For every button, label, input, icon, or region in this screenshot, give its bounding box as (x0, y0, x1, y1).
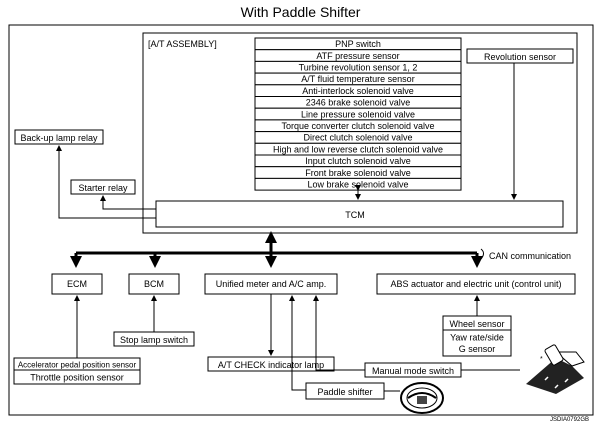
accelerator-pedal-sensor-label: Accelerator pedal position sensor (18, 361, 137, 370)
unified-meter-label: Unified meter and A/C amp. (216, 279, 327, 289)
stop-lamp-switch-label: Stop lamp switch (120, 335, 188, 345)
throttle-position-sensor-box (13, 369, 141, 385)
can-bracket (480, 248, 484, 260)
component-label: Anti-interlock solenoid valve (302, 86, 414, 96)
tcm-label: TCM (345, 210, 365, 220)
starter-relay-label: Starter relay (78, 183, 128, 193)
steering-wheel-icon (400, 382, 444, 414)
component-label: A/T fluid temperature sensor (301, 74, 414, 84)
svg-text:*: * (540, 356, 543, 363)
revolution-sensor-label: Revolution sensor (484, 52, 556, 62)
revolution-sensor-box (466, 48, 574, 64)
component-label: High and low reverse clutch solenoid val… (273, 144, 443, 154)
backup-lamp-relay-line (56, 145, 156, 219)
shift-lever-icon: * (526, 344, 585, 394)
figure-code: JSDIA0792GB (550, 417, 589, 423)
at-assembly-frame (142, 32, 578, 234)
component-label: Line pressure solenoid valve (301, 109, 415, 119)
component-label: Low brake solenoid valve (307, 180, 408, 190)
starter-relay-box (70, 179, 136, 195)
wheel-sensor-label: Wheel sensor (449, 319, 504, 329)
component-label: Front brake solenoid valve (305, 168, 411, 178)
abs-unit-box (376, 273, 576, 295)
manual-mode-switch-label: Manual mode switch (372, 366, 454, 376)
yaw-rate-sensor-box (442, 329, 512, 357)
at-check-lamp-box (207, 356, 335, 372)
diagram-title: With Paddle Shifter (240, 4, 361, 20)
component-label: ATF pressure sensor (316, 51, 399, 61)
component-label: Direct clutch solenoid valve (303, 133, 412, 143)
component-label: Torque converter clutch solenoid valve (281, 121, 434, 131)
can-communication-label: CAN communication (489, 251, 571, 261)
component-label: 2346 brake solenoid valve (306, 98, 411, 108)
starter-relay-line (100, 195, 156, 210)
manual-mode-line (313, 295, 365, 371)
yaw-rate-sensor-label-1: Yaw rate/side (450, 333, 504, 343)
paddle-shifter-label: Paddle shifter (317, 387, 372, 397)
component-label: Turbine revolution sensor 1, 2 (299, 63, 418, 73)
outer-frame (8, 24, 594, 416)
backup-lamp-relay-label: Back-up lamp relay (20, 133, 98, 143)
bcm-label: BCM (144, 279, 164, 289)
paddle-shifter-line (289, 295, 345, 391)
yaw-rate-sensor-label-2: G sensor (459, 344, 496, 354)
bcm-box (128, 273, 180, 295)
component-label: PNP switch (335, 39, 381, 49)
at-check-lamp-label: A/T CHECK indicator lamp (218, 360, 324, 370)
ecm-label: ECM (67, 279, 87, 289)
tcm-box (155, 200, 564, 228)
throttle-position-sensor-label: Throttle position sensor (30, 373, 124, 383)
at-assembly-label: [A/T ASSEMBLY] (148, 39, 217, 49)
backup-lamp-relay-box (14, 129, 104, 145)
abs-unit-label: ABS actuator and electric unit (control … (390, 279, 561, 289)
ecm-box (51, 273, 103, 295)
component-label: Input clutch solenoid valve (305, 156, 411, 166)
